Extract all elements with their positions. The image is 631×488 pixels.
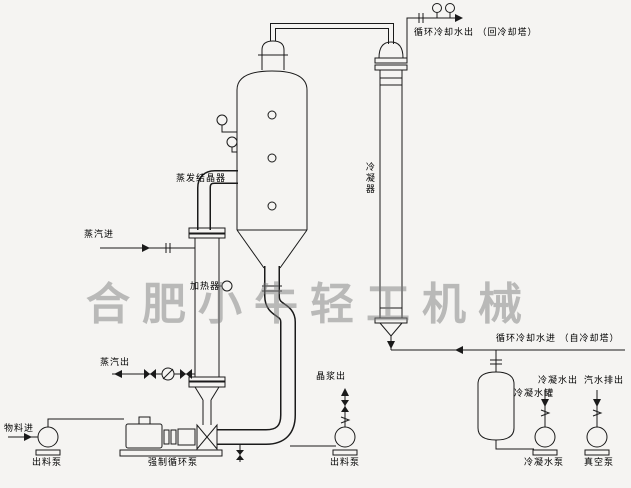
condensate-tank-vessel (477, 371, 534, 450)
steam-out-line (112, 367, 195, 381)
label-heater: 加热器 (190, 281, 221, 291)
pump-base (119, 449, 223, 457)
pump-icon (586, 426, 608, 448)
pipe-flange (262, 285, 282, 292)
flow-arrow-icon (455, 14, 463, 22)
label-material-in: 物料进 (4, 423, 35, 433)
tank-bottom-dome (477, 427, 515, 441)
motor (125, 423, 163, 449)
label-vacuum-pump: 真空泵 (584, 457, 615, 467)
tank-top-dome (477, 371, 515, 385)
instrument-gauge-icon (226, 136, 238, 148)
label-cooling-water-out: 循环冷却水出 （回冷却塔） (414, 27, 538, 37)
pump-casing-icon (206, 423, 218, 451)
label-cooling-water-in: 循环冷却水进 （自冷却塔） (496, 333, 620, 343)
evaporator-vessel (216, 40, 308, 269)
condenser-flange (374, 57, 408, 64)
evaporator-cone (236, 229, 308, 269)
flange-icon (490, 359, 502, 365)
coupling (170, 429, 177, 445)
valve-icon (180, 369, 186, 379)
flow-arrow-icon (455, 346, 463, 354)
label-steam-in: 蒸汽进 (84, 229, 115, 239)
pump-base (584, 449, 610, 456)
instrument-gauge-icon (432, 3, 442, 13)
pump-discharge-pipe (202, 400, 212, 425)
flow-arrow-icon (387, 341, 395, 349)
motor-terminal-box (138, 416, 151, 425)
flow-arrow-icon (541, 399, 549, 407)
valve-icon (341, 406, 349, 412)
condenser-cap (378, 41, 404, 59)
flow-arrow-icon (114, 370, 122, 378)
label-slurry-out: 晶浆出 (316, 371, 347, 381)
pump-icon (334, 426, 356, 448)
evaporator-dome (236, 70, 308, 91)
flange-icon (418, 13, 424, 23)
label-condensate-out: 冷凝水出 (538, 375, 579, 385)
flow-arrow-icon (142, 244, 150, 252)
watermark-text: 合肥小牛轻工机械 (86, 280, 534, 329)
instrument-gauge-icon (445, 3, 455, 13)
tube-sheet (380, 77, 402, 309)
flange-icon (165, 243, 171, 253)
label-condensate-tank: 冷凝水罐 (514, 388, 555, 398)
label-condenser: 冷凝器 (364, 162, 375, 195)
label-forced-circ-pump: 强制循环泵 (148, 457, 199, 467)
heater-vessel (188, 227, 233, 425)
cooling-water-out-line (406, 3, 463, 58)
label-steam-out: 蒸汽出 (100, 357, 131, 367)
cooling-water-in-line (391, 346, 625, 372)
circulation-down-pipe (216, 266, 296, 462)
valve-icon (144, 369, 150, 379)
vacuum-pump-unit (584, 390, 610, 456)
flow-arrow-icon (593, 399, 601, 407)
flow-arrow-icon (341, 388, 349, 396)
coupling (163, 429, 170, 445)
tank-outlet-line (495, 440, 534, 450)
vapor-pipe (270, 23, 394, 44)
sight-glass-icon (267, 153, 277, 163)
condensate-pump-unit (532, 390, 558, 456)
label-steam-water-out: 汽水排出 (584, 375, 625, 385)
heater-bottom-flange (188, 381, 226, 388)
pump-base (532, 449, 558, 456)
sight-glass-icon (267, 201, 277, 211)
pump-casing-icon (196, 423, 208, 451)
slurry-discharge-pump-unit (290, 388, 358, 456)
instrument-gauge-icon (216, 114, 228, 126)
sight-glass-icon (267, 110, 277, 120)
heater-to-evaporator-elbow-pipe (197, 170, 238, 230)
feed-pump-unit (8, 418, 124, 456)
heater-cone (194, 386, 220, 401)
valve-icon (150, 369, 156, 379)
label-condensate-pump: 冷凝水泵 (524, 457, 565, 467)
forced-circulation-pump-unit (119, 416, 223, 457)
check-valve-icon (540, 409, 551, 417)
pump-base (332, 449, 358, 456)
valve-icon (341, 400, 349, 406)
label-evaporator: 蒸发结晶器 (176, 173, 227, 183)
drain-valve-icon (236, 455, 244, 460)
pump-icon (534, 426, 556, 448)
instrument-gauge-icon (221, 280, 233, 292)
feed-discharge-line (47, 418, 124, 427)
steam-in-line (100, 243, 195, 253)
pump-icon (37, 426, 59, 448)
bearing-housing (177, 428, 196, 446)
valve-icon (186, 369, 192, 379)
check-valve-icon (340, 416, 351, 424)
drain-valve-icon (236, 450, 244, 455)
pump-base (35, 449, 61, 456)
heater-top-flange (188, 227, 226, 234)
evaporator-neck (261, 50, 285, 70)
label-discharge-pump-left: 出料泵 (32, 457, 63, 467)
check-valve-icon (592, 409, 603, 417)
label-discharge-pump-mid: 出料泵 (330, 457, 361, 467)
condenser-vessel (374, 41, 408, 350)
flow-arrow-icon (24, 433, 32, 441)
